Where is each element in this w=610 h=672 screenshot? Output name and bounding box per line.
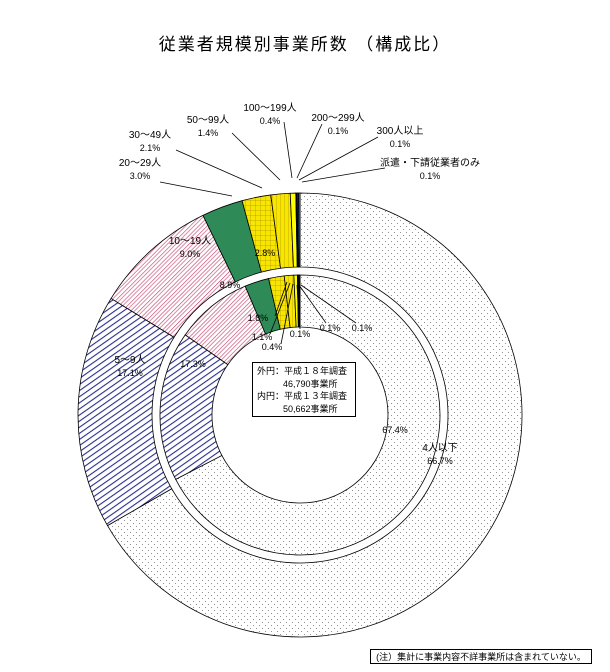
outer-value-label-4-or-less: 66.7% (427, 456, 453, 466)
inner-value-label-dispatch-only: 0.1% (352, 323, 373, 333)
inner-slice-50-99 (283, 274, 297, 329)
inner-slice-4-or-less (175, 274, 441, 556)
leader-200-299 (296, 123, 323, 179)
inner-value-label-50-99: 1.1% (252, 332, 273, 342)
leader-300-plus (298, 136, 379, 181)
outer-slice-10-19 (110, 214, 236, 338)
leader-100-199 (283, 121, 293, 179)
leader-20-29 (159, 181, 233, 197)
inner-leader-100-199 (280, 283, 294, 345)
outer-slice-20-29 (202, 200, 262, 283)
outer-category-label-4-or-less: 4人以下 (422, 442, 458, 454)
legend-outer-count: 46,790事業所 (283, 378, 338, 389)
outer-category-label-200-299: 200～299人 (311, 112, 364, 124)
legend-inner-count: 50,662事業所 (283, 403, 338, 414)
outer-category-label-30-49: 30～49人 (129, 129, 171, 141)
outer-value-label-50-99: 1.4% (198, 128, 219, 138)
outer-category-label-20-29: 20～29人 (119, 157, 161, 169)
outer-category-label-50-99: 50～99人 (187, 114, 229, 126)
outer-slice-50-99 (270, 192, 294, 269)
inner-slice-10-19 (184, 285, 267, 366)
inner-leader-dispatch (300, 284, 357, 324)
outer-value-label-5-9: 17.1% (117, 368, 143, 378)
chart-title: 従業者規模別事業所数 （構成比） (158, 35, 452, 55)
outer-category-label-10-19: 10～19人 (169, 235, 211, 247)
legend-inner-label: 内円：平成１３年調査 (257, 391, 348, 401)
outer-value-label-200-299: 0.1% (328, 126, 349, 136)
inner-value-label-200-299: 0.1% (290, 329, 311, 339)
outer-value-label-30-49: 2.1% (140, 143, 161, 153)
outer-value-label-20-29: 3.0% (130, 171, 151, 181)
inner-leader-50-99 (269, 282, 291, 335)
outer-category-label-100-199: 100～199人 (243, 102, 296, 114)
inner-value-label-4-or-less: 67.4% (382, 425, 408, 435)
outer-slice-30-49 (241, 194, 281, 273)
outer-ring-2006 (77, 192, 523, 638)
legend-outer-label: 外円：平成１８年調査 (257, 366, 348, 376)
outer-category-label-5-9: 5～9人 (114, 354, 145, 366)
outer-slice-dispatch-only (298, 192, 301, 268)
inner-value-label-30-49: 1.8% (248, 313, 269, 323)
inner-value-label-100-199: 0.4% (262, 342, 283, 352)
inner-value-label-20-29: 2.8% (255, 248, 276, 258)
inner-leader-30-49 (274, 281, 288, 317)
outer-value-label-100-199: 0.4% (260, 116, 281, 126)
outer-category-label-300-plus: 300人以上 (377, 125, 424, 137)
outer-value-label-10-19: 9.0% (180, 249, 201, 259)
outer-value-label-300-plus: 0.1% (390, 139, 411, 149)
inner-value-label-5-9: 17.3% (180, 359, 206, 369)
footnote: (注）集計に事業内容不詳事業所は含まれていない。 (370, 649, 592, 664)
leader-50-99 (231, 132, 281, 181)
leader-30-49 (175, 149, 263, 189)
inner-slice-5-9 (159, 334, 229, 480)
outer-category-label-dispatch-only: 派遣・下請従業者のみ (380, 156, 480, 169)
inner-value-label-10-19: 8.9% (220, 280, 241, 290)
inner-leader-200-299 (296, 284, 301, 330)
outer-slice-4-or-less (106, 192, 523, 638)
slice-labels: 4人以下 66.7% 5～9人 17.1% 10～19人 9.0% 20～29人 3.0% 30… (114, 102, 480, 466)
outer-slice-5-9 (77, 297, 175, 527)
inner-leader-300-plus (298, 284, 327, 324)
inner-value-label-300-plus: 0.1% (320, 323, 341, 333)
leader-lines (159, 121, 386, 345)
outer-value-label-dispatch-only: 0.1% (420, 171, 441, 181)
ring-legend: 外円：平成１８年調査 46,790事業所 内円：平成１３年調査 50,662事業… (252, 362, 356, 417)
leader-dispatch-only (301, 167, 386, 183)
